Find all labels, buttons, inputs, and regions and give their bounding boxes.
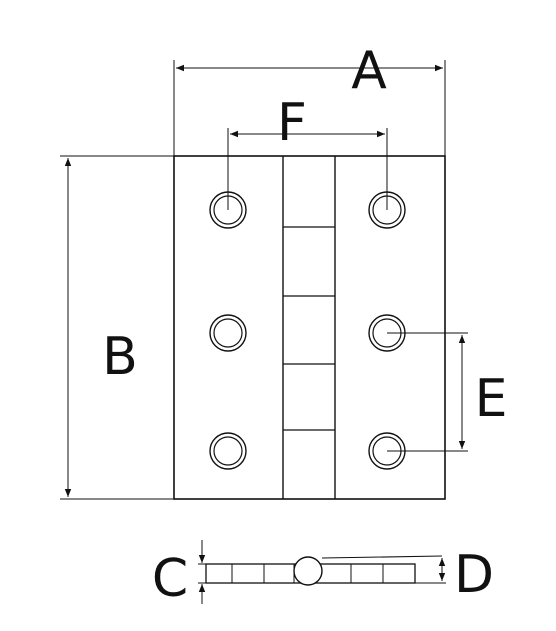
hinge-outline [173,155,446,500]
dimension-label-f: F [277,93,307,153]
dimension-f: F [227,93,388,210]
dimension-c: C [152,540,206,609]
hinge-side-view: C D [152,540,494,609]
dimension-label-e: E [475,369,508,429]
screw-hole [209,432,247,470]
hinge-front-view [173,155,446,500]
dimension-a: A [173,41,446,156]
dimension-label-b: B [102,327,138,387]
dimension-label-a: A [351,41,387,101]
screw-hole [209,314,247,352]
dimension-b: B [60,155,174,500]
dimension-d: D [415,545,494,605]
dimension-e: E [387,332,508,452]
side-leaf-top-edge [321,555,443,559]
knuckle-pin [293,556,323,586]
dimension-label-c: C [152,549,188,609]
dimension-label-d: D [454,545,494,605]
